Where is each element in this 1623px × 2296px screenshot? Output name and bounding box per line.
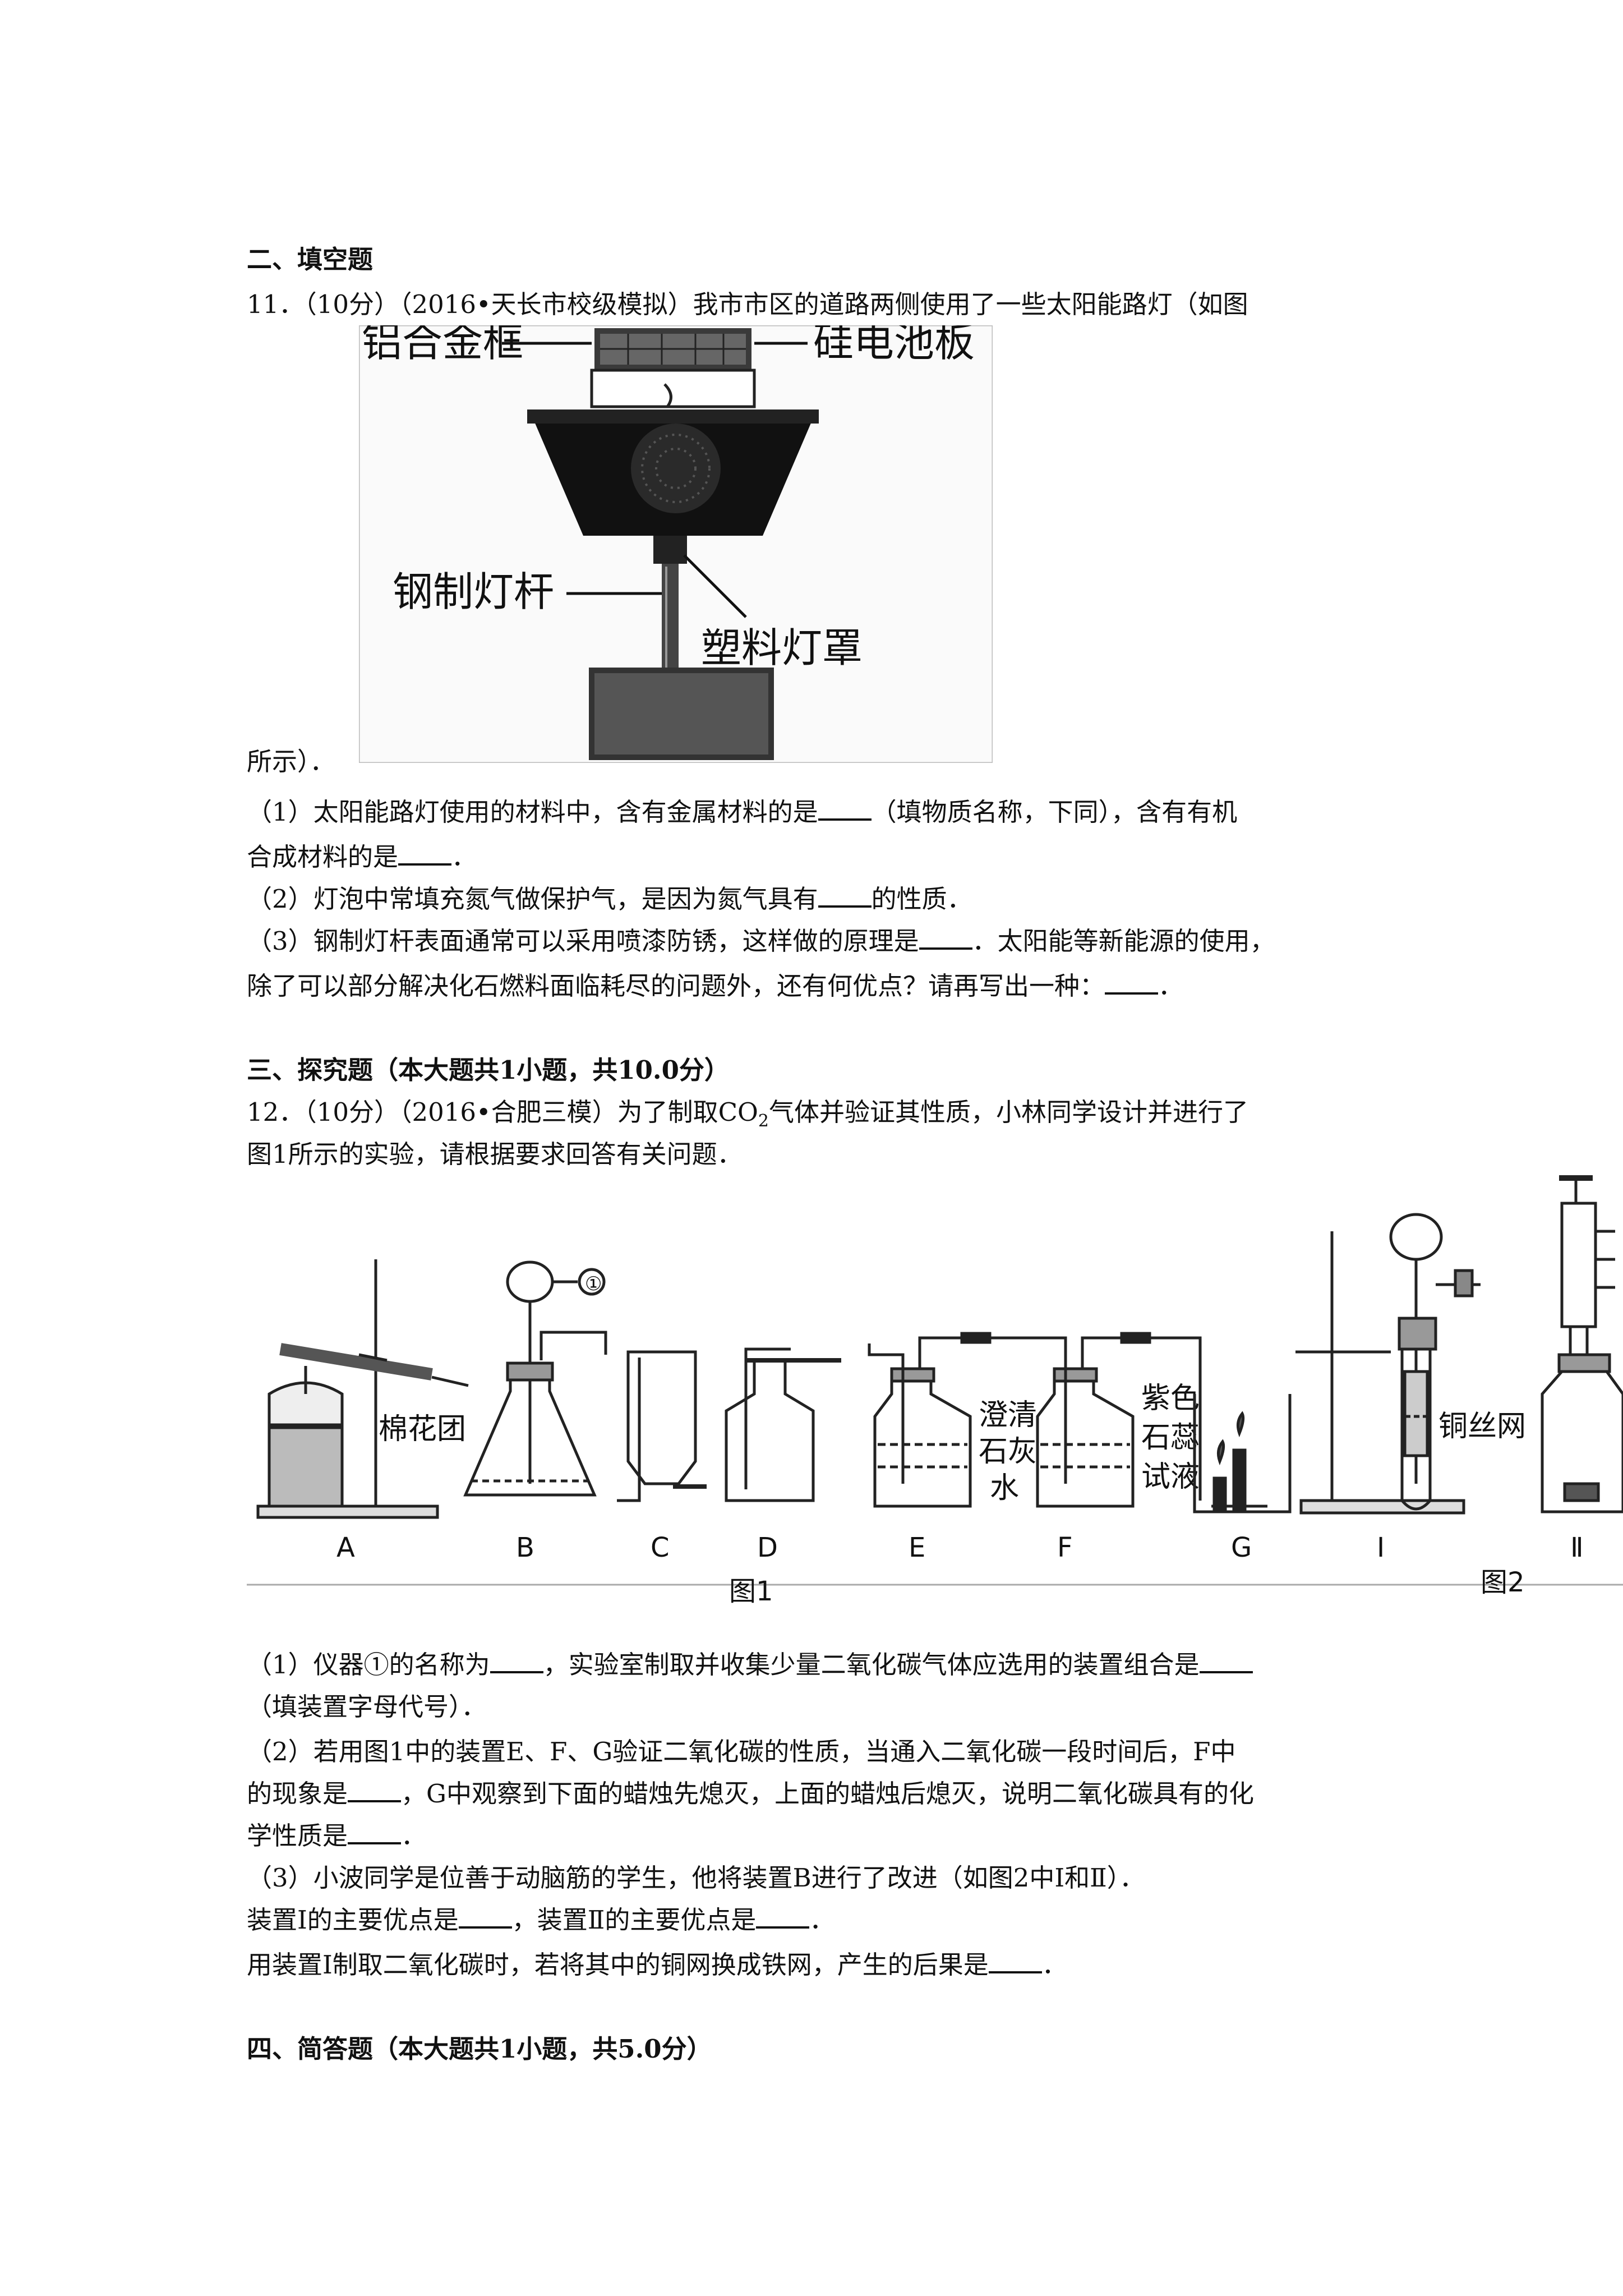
label-d: D [757, 1532, 778, 1563]
q12-p1-text-b: ，实验室制取并收集少量二氧化碳气体应选用的装置组合是 [543, 1650, 1200, 1680]
label-cotton: 棉花团 [379, 1412, 466, 1446]
apparatus-ii [1541, 1175, 1623, 1513]
label-ii: Ⅱ [1570, 1532, 1584, 1563]
answer-blank[interactable] [919, 928, 972, 950]
label-marker-1: ① [585, 1273, 602, 1295]
answer-blank[interactable] [1199, 1652, 1253, 1673]
answer-blank[interactable] [988, 1952, 1042, 1973]
q11-part3-line1: （3）钢制灯杆表面通常可以采用喷漆防锈，这样做的原理是 ．太阳能等新能源的使用， [247, 928, 1275, 954]
apparatus-f [1036, 1332, 1202, 1508]
q11-p2-text-a: （2）灯泡中常填充氮气做保护气，是因为氮气具有 [247, 884, 818, 914]
apparatus-d [725, 1347, 841, 1502]
label-copper-mesh: 铜丝网 [1438, 1410, 1526, 1443]
q11-p3-text-c: 除了可以部分解决化石燃料面临耗尽的问题外，还有何优点？请再写出一种： [247, 971, 1105, 1001]
q12-p1-text-a: （1）仪器①的名称为 [247, 1650, 490, 1680]
q12-p2-text-e: ． [401, 1821, 427, 1851]
label-limewater-1: 澄清 [979, 1398, 1037, 1432]
label-e: E [909, 1532, 925, 1563]
label-frame: 铝合金框 [362, 325, 523, 366]
q11-p1-text-d: ． [451, 842, 477, 872]
q12-p2-text-b: 的现象是 [247, 1779, 348, 1809]
label-litmus-3: 试液 [1141, 1460, 1200, 1494]
q12-part2-line1: （2）若用图1中的装置E、F、G验证二氧化碳的性质，当通入二氧化碳一段时间后，F… [247, 1737, 1236, 1766]
q12-part2-line3: 学性质是 ． [247, 1823, 426, 1848]
q12-p4-text-b: ，装置Ⅱ的主要优点是 [511, 1905, 757, 1935]
q11-p1-text-c: 合成材料的是 [247, 842, 399, 872]
q12-p4-text-a: 装置Ⅰ的主要优点是 [247, 1905, 459, 1935]
apparatus-g [1193, 1394, 1292, 1513]
q12-part1-line2: （填装置字母代号）． [247, 1692, 487, 1722]
label-cover: 塑料灯罩 [701, 624, 863, 671]
apparatus-figure: 棉花团 A ① B C D 澄清 石灰 水 E [247, 1175, 1623, 1607]
q11-part3-line2: 除了可以部分解决化石燃料面临耗尽的问题外，还有何优点？请再写出一种： ． [247, 973, 1183, 999]
answer-blank[interactable] [756, 1907, 810, 1929]
label-litmus-1: 紫色 [1141, 1382, 1200, 1415]
answer-blank[interactable] [348, 1781, 402, 1802]
q11-p2-text-b: 的性质． [871, 884, 972, 914]
label-b: B [516, 1532, 534, 1563]
q11-p3-text-d: ． [1158, 971, 1184, 1001]
q12-part5: 用装置Ⅰ制取二氧化碳时，若将其中的铜网换成铁网，产生的后果是 ． [247, 1952, 1067, 1977]
section-4-title: 四、简答题（本大题共1小题，共5.0分） [247, 2034, 712, 2064]
section-3-title: 三、探究题（本大题共1小题，共10.0分） [247, 1055, 730, 1085]
q12-head-line2: 图1所示的实验，请根据要求回答有关问题． [247, 1139, 743, 1169]
q11-head: 11．（10分）（2016•天长市校级模拟）我市市区的道路两侧使用了一些太阳能路… [247, 289, 1248, 319]
q11-p1-text-a: （1）太阳能路灯使用的材料中，含有金属材料的是 [247, 797, 818, 827]
q11-p1-text-b: （填物质名称，下同），含有有机 [871, 797, 1238, 827]
answer-blank[interactable] [348, 1823, 402, 1844]
q12-part2-line2: 的现象是 ，G中观察到下面的蜡烛先熄灭，上面的蜡烛后熄灭，说明二氧化碳具有的化 [247, 1781, 1254, 1806]
q12-part4: 装置Ⅰ的主要优点是 ，装置Ⅱ的主要优点是 ． [247, 1907, 834, 1932]
apparatus-i [1295, 1213, 1481, 1515]
label-f: F [1057, 1532, 1073, 1563]
q12-part3: （3）小波同学是位善于动脑筋的学生，他将装置B进行了改进（如图2中Ⅰ和Ⅱ）． [247, 1863, 1145, 1893]
label-limewater-3: 水 [990, 1471, 1019, 1505]
q12-p2-text-d: 学性质是 [247, 1821, 348, 1851]
q11-p3-text-b: ．太阳能等新能源的使用， [972, 926, 1275, 956]
answer-blank[interactable] [818, 799, 872, 821]
label-c: C [651, 1532, 670, 1563]
q12-p2-text-c: ，G中观察到下面的蜡烛先熄灭，上面的蜡烛后熄灭，说明二氧化碳具有的化 [401, 1779, 1254, 1809]
answer-blank[interactable] [1105, 973, 1159, 995]
q12-part1-line1: （1）仪器①的名称为 ，实验室制取并收集少量二氧化碳气体应选用的装置组合是 [247, 1652, 1253, 1677]
label-fig2: 图2 [1481, 1567, 1525, 1598]
answer-blank[interactable] [458, 1907, 512, 1929]
apparatus-c [617, 1350, 707, 1502]
q12-head-subscript: 2 [758, 1111, 769, 1131]
q11-tail: 所示）． [247, 747, 335, 776]
q12-p5-text-b: ． [1041, 1950, 1067, 1980]
q11-p3-text-a: （3）钢制灯杆表面通常可以采用喷漆防锈，这样做的原理是 [247, 926, 919, 956]
q12-head-text-b: 气体并验证其性质，小林同学设计并进行了 [769, 1097, 1249, 1127]
label-litmus-2: 石蕊 [1141, 1421, 1200, 1455]
label-limewater-2: 石灰 [979, 1435, 1037, 1469]
label-panel: 硅电池板 [813, 325, 975, 366]
solar-lamp-figure: 铝合金框 硅电池板 钢制灯杆 塑料灯罩 [359, 325, 993, 763]
answer-blank[interactable] [490, 1652, 543, 1673]
apparatus-b [463, 1260, 607, 1497]
q12-p5-text-a: 用装置Ⅰ制取二氧化碳时，若将其中的铜网换成铁网，产生的后果是 [247, 1950, 989, 1980]
q11-part2: （2）灯泡中常填充氮气做保护气，是因为氮气具有 的性质． [247, 886, 972, 912]
label-fig1: 图1 [729, 1576, 773, 1607]
answer-blank[interactable] [818, 886, 872, 908]
q11-part1-line1: （1）太阳能路灯使用的材料中，含有金属材料的是 （填物质名称，下同），含有有机 [247, 799, 1237, 825]
apparatus-a [256, 1259, 469, 1519]
label-pole: 钢制灯杆 [393, 568, 554, 615]
section-2-title: 二、填空题 [247, 245, 374, 274]
apparatus-e [868, 1332, 1043, 1508]
q12-p4-text-c: ． [809, 1905, 835, 1935]
q12-head-text-a: 12．（10分）（2016•合肥三模）为了制取CO [247, 1097, 758, 1127]
label-i: Ⅰ [1377, 1532, 1385, 1563]
answer-blank[interactable] [398, 844, 452, 866]
q11-part1-line2: 合成材料的是 ． [247, 844, 477, 869]
label-g: G [1231, 1532, 1252, 1563]
q12-head: 12．（10分）（2016•合肥三模）为了制取CO2气体并验证其性质，小林同学设… [247, 1099, 1248, 1130]
label-a: A [336, 1532, 355, 1563]
